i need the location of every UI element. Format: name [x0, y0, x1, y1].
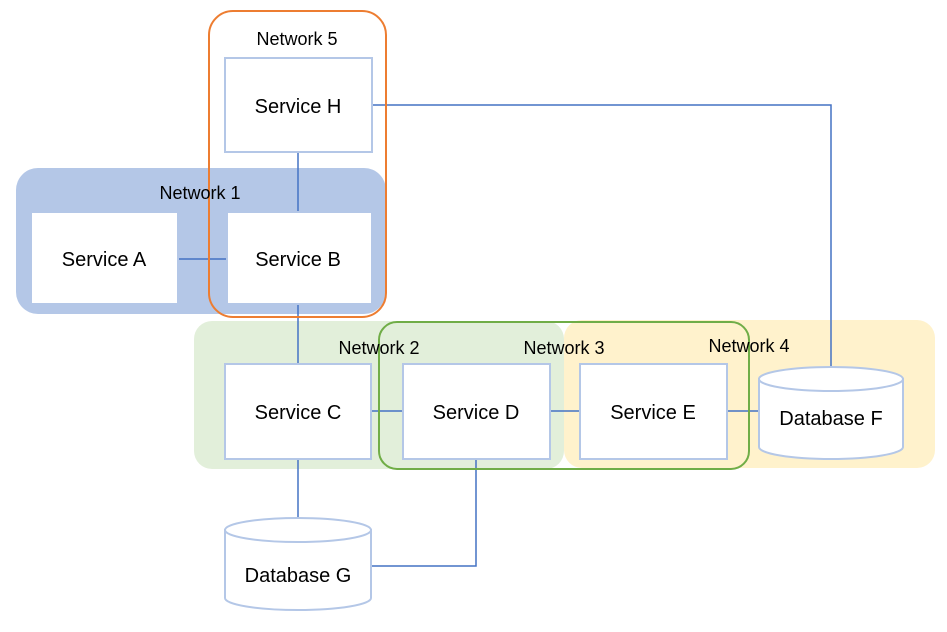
service-e-node[interactable] — [579, 363, 728, 460]
service-a-node[interactable] — [30, 211, 179, 305]
service-e-label: Service E — [610, 402, 696, 424]
connector-d-g — [372, 459, 477, 567]
network-2-label: Network 2 — [338, 338, 419, 358]
service-c-label: Service C — [255, 402, 342, 424]
network-5-label: Network 5 — [256, 29, 337, 49]
service-b-label: Service B — [255, 249, 341, 271]
network-1-label: Network 1 — [159, 183, 240, 203]
service-c-node[interactable] — [224, 363, 372, 460]
database-f-label: Database F — [779, 408, 882, 430]
service-h-node[interactable] — [224, 57, 373, 153]
network-3-label: Network 3 — [523, 338, 604, 358]
network-4-label: Network 4 — [708, 336, 789, 356]
database-g-node[interactable] — [224, 517, 372, 611]
database-g-body — [224, 529, 372, 611]
connectors — [178, 104, 832, 567]
service-h-label: Service H — [255, 96, 342, 118]
network-3-region — [378, 321, 750, 470]
database-f-node[interactable] — [758, 366, 904, 460]
database-f-body — [758, 378, 904, 460]
service-a-label: Service A — [62, 249, 147, 271]
database-g-top — [224, 517, 372, 543]
service-d-node[interactable] — [402, 363, 551, 460]
service-b-node[interactable] — [226, 211, 373, 305]
database-g-label: Database G — [245, 565, 352, 587]
database-f-top — [758, 366, 904, 392]
network-5-region — [208, 10, 387, 318]
connector-h-f — [372, 104, 832, 369]
service-d-label: Service D — [433, 402, 520, 424]
